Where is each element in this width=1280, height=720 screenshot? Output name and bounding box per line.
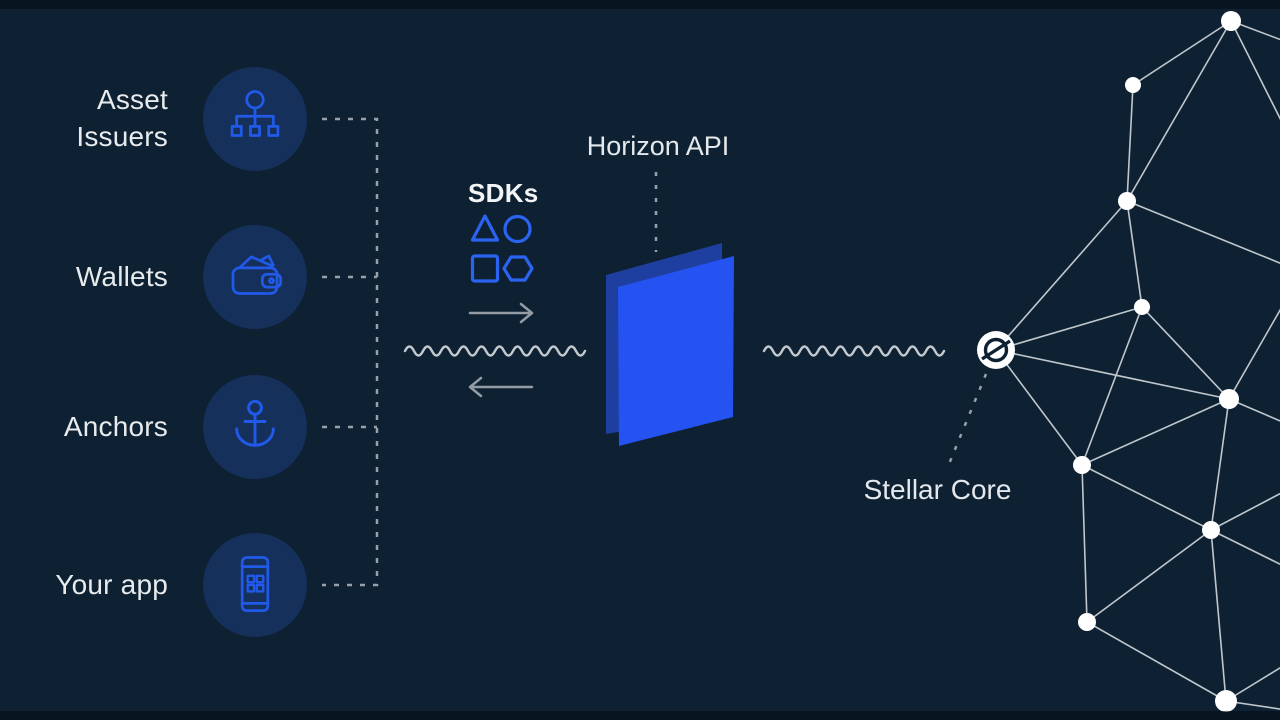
squiggle-line <box>762 345 946 357</box>
entity-label-anchors: Anchors <box>63 411 168 442</box>
sdk-shapes-icon <box>470 214 534 283</box>
stellar-logo-icon <box>977 331 1015 369</box>
mesh-node <box>1202 521 1220 539</box>
top-frame-strip <box>0 0 1280 9</box>
stellar-core-dashed-pointer <box>947 373 988 465</box>
mesh-node <box>1073 456 1091 474</box>
smartphone-icon <box>240 556 270 613</box>
mesh-edge <box>1126 200 1143 308</box>
mesh-node <box>1215 690 1237 712</box>
mesh-edge <box>1210 529 1280 566</box>
mesh-edge <box>995 200 1128 351</box>
mesh-edge <box>1228 398 1280 422</box>
horizon-front-panel <box>618 256 734 446</box>
triangle-icon <box>470 214 500 242</box>
mesh-node <box>1221 11 1241 31</box>
entities-dashed-connector <box>322 117 379 587</box>
mesh-edge <box>1086 529 1212 623</box>
horizon-panels <box>606 243 734 446</box>
stellar-core-label: Stellar Core <box>863 474 1012 505</box>
sdks-label: SDKs <box>468 178 539 208</box>
anchors-badge <box>203 375 307 479</box>
mesh-edge <box>1210 492 1280 531</box>
mesh-node <box>1118 192 1136 210</box>
your-app-badge <box>203 533 307 637</box>
mesh-edge <box>1225 666 1280 702</box>
mesh-edge <box>1126 200 1280 264</box>
mesh-node <box>1125 77 1141 93</box>
mesh-node <box>1219 389 1239 409</box>
mesh-edge <box>995 349 1230 400</box>
hierarchy-icon <box>230 90 280 137</box>
mesh-edge <box>1225 700 1280 710</box>
entity-label-asset-issuers: Asset Issuers <box>76 84 168 152</box>
mesh-edge <box>1086 621 1227 702</box>
circle-icon <box>503 214 532 244</box>
entity-label-your-app: Your app <box>55 569 168 600</box>
mesh-edge <box>1081 464 1088 623</box>
network-mesh-edges <box>995 20 1280 710</box>
asset-issuers-badge <box>203 67 307 171</box>
entity-label-wallets: Wallets <box>75 261 168 292</box>
horizon-api-label: Horizon API <box>586 131 730 161</box>
mesh-edge <box>1126 84 1134 202</box>
bottom-frame-strip <box>0 711 1280 720</box>
mesh-edge <box>1132 20 1232 86</box>
mesh-edge <box>1228 308 1280 400</box>
mesh-edge <box>1081 398 1230 466</box>
mesh-node <box>1134 299 1150 315</box>
mesh-edge <box>1230 20 1280 41</box>
arrow-right-icon <box>468 302 534 324</box>
wallets-badge <box>203 225 307 329</box>
mesh-edge <box>1141 306 1230 400</box>
mesh-edge <box>1081 464 1212 531</box>
square-icon <box>470 254 500 283</box>
mesh-edge <box>1081 306 1143 466</box>
mesh-node <box>1078 613 1096 631</box>
mesh-edge <box>1210 398 1230 531</box>
mesh-edge <box>1126 20 1232 202</box>
mesh-edge <box>995 349 1083 466</box>
arrow-left-icon <box>468 376 534 398</box>
network-mesh-nodes <box>1073 11 1241 712</box>
mesh-edge <box>1230 20 1280 121</box>
hexagon-icon <box>502 255 534 282</box>
mesh-edge <box>1210 529 1227 702</box>
anchor-icon <box>235 399 275 447</box>
wallet-icon <box>231 254 283 295</box>
squiggle-line <box>403 345 587 357</box>
mesh-edge <box>995 306 1143 351</box>
